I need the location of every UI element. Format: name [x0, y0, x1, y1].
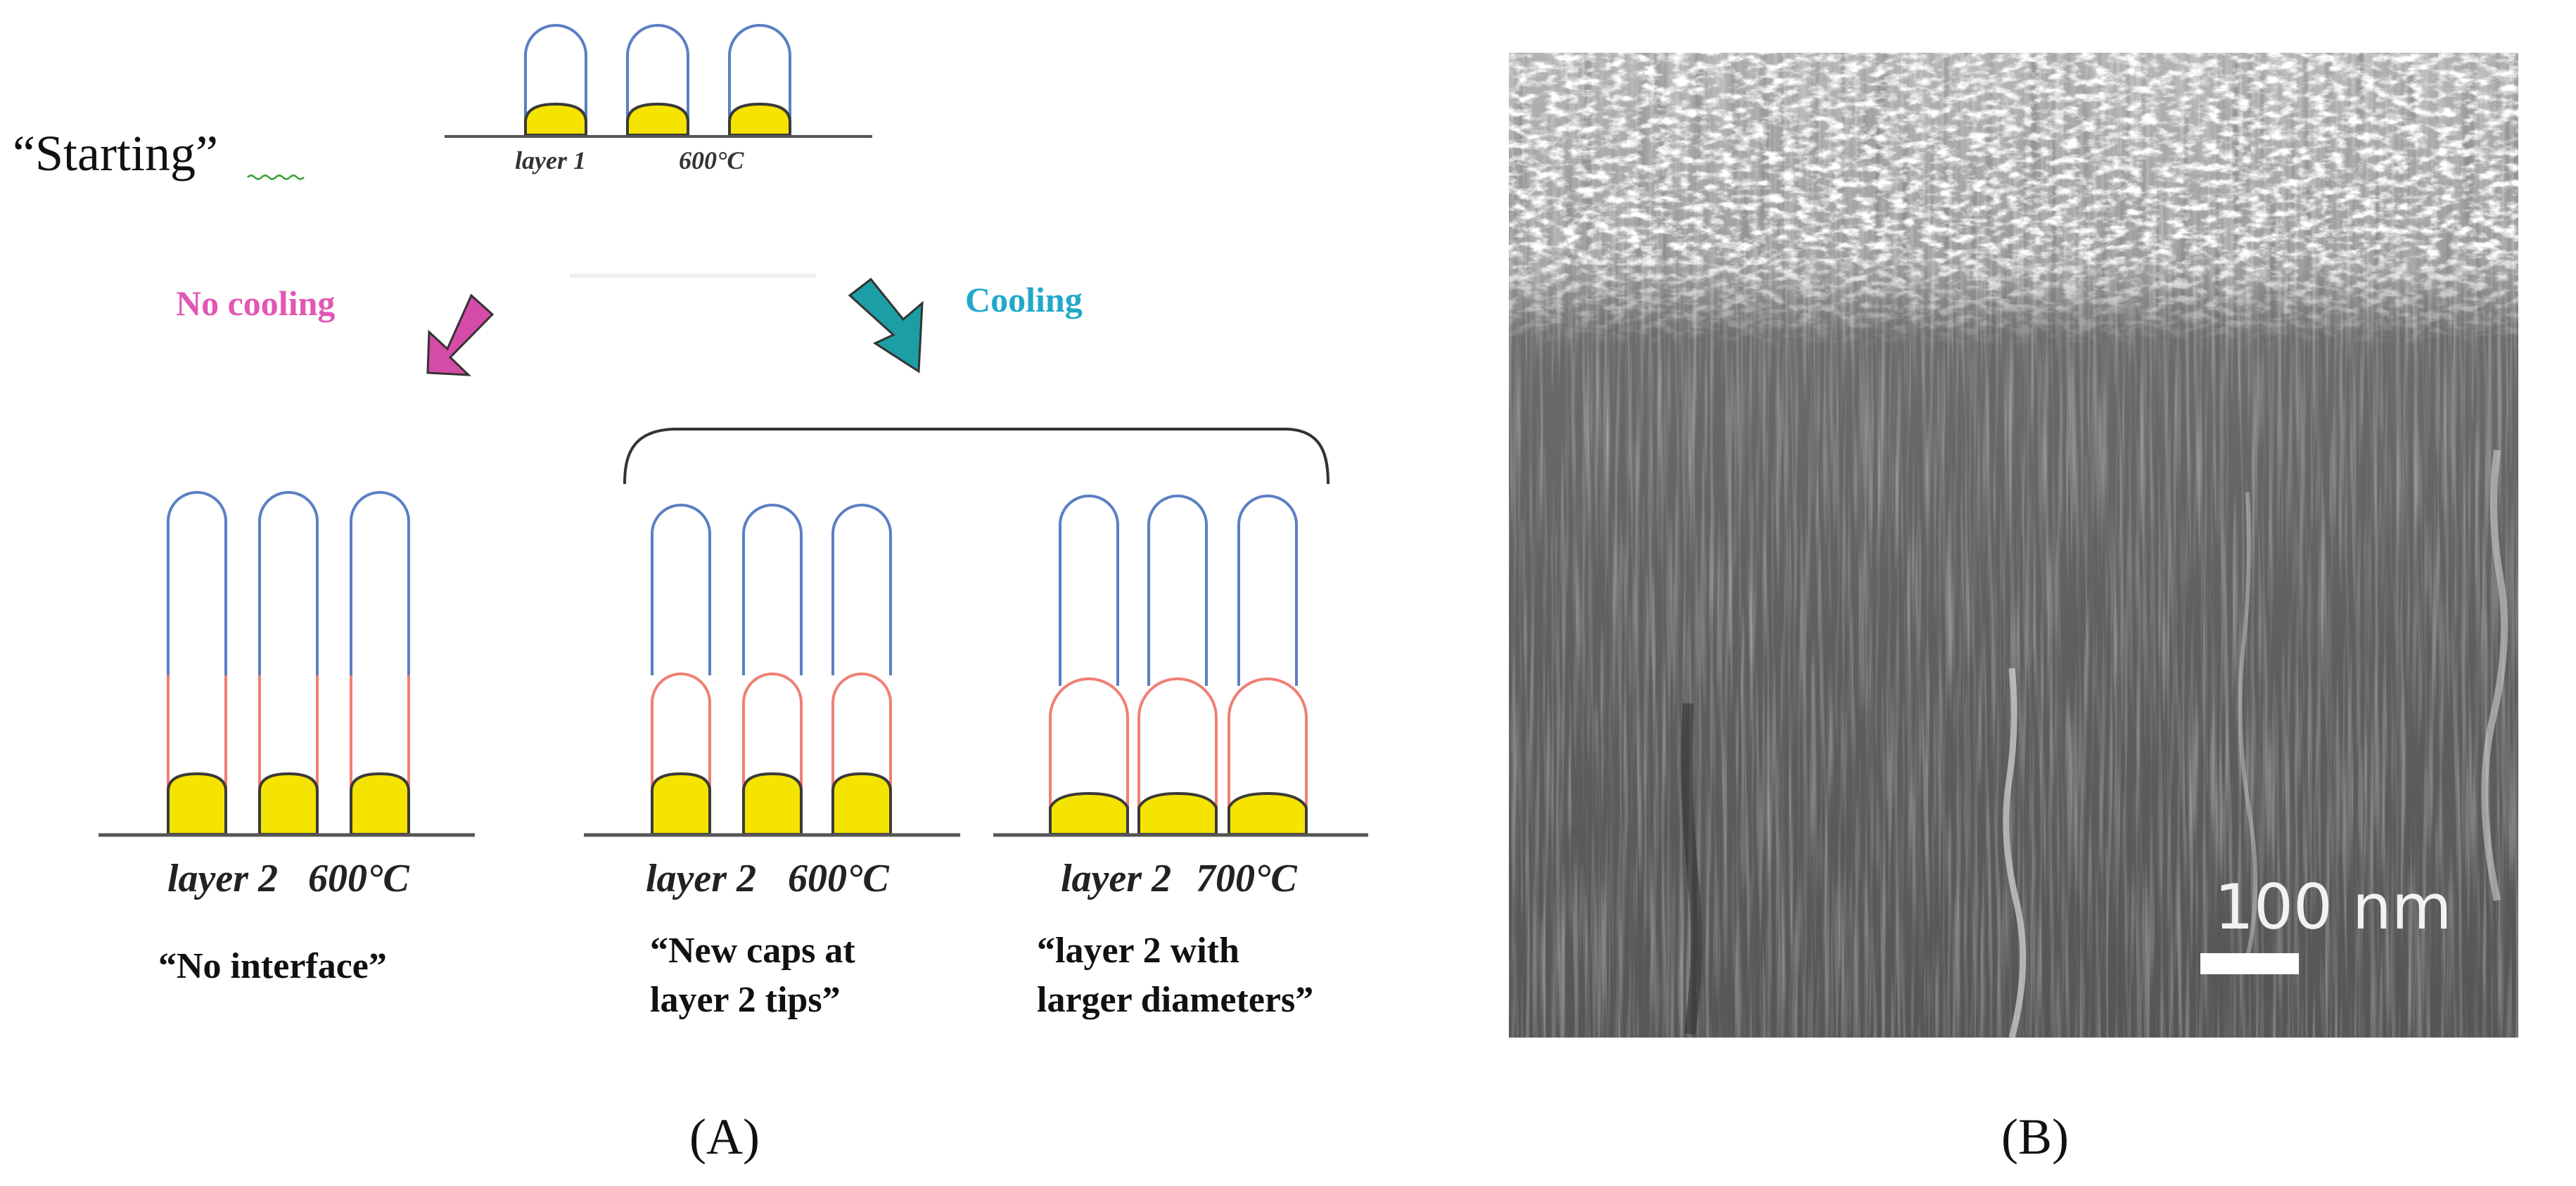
- cooling-caps-catalyst-1: [651, 772, 711, 836]
- cooling-larger-tube-2: [1147, 495, 1208, 686]
- cooling-caps-catalyst-3: [831, 772, 892, 836]
- cooling-caps-new-cap-1: [651, 672, 711, 805]
- cooling-larger-caption-line1: “layer 2 with: [1037, 931, 1239, 971]
- cooling-caps-new-cap-2: [742, 672, 803, 805]
- cooling-larger-caption-line2: larger diameters”: [1037, 980, 1313, 1020]
- no-cooling-label: No cooling: [176, 283, 335, 323]
- no-cooling-temp-label: 600°C: [308, 857, 409, 900]
- starting-tube-3: [728, 24, 791, 134]
- no-cooling-tube-group: [167, 491, 410, 836]
- no-cooling-layer2-walls-3: [350, 675, 410, 802]
- sem-bright-filament-2: [2481, 449, 2508, 902]
- starting-catalyst-3: [728, 102, 791, 136]
- starting-catalyst-2: [626, 102, 689, 136]
- no-cooling-tube-1: [167, 491, 227, 675]
- cooling-larger-layer-label: layer 2: [1061, 857, 1171, 900]
- cooling-caps-tube-2: [742, 504, 803, 675]
- cooling-larger-tube-1: [1059, 495, 1119, 686]
- cooling-larger-tube-3: [1237, 495, 1298, 686]
- no-cooling-catalyst-2: [258, 772, 319, 836]
- spellcheck-underline: [247, 174, 305, 180]
- starting-temp-label: 600°C: [679, 146, 744, 174]
- sem-bright-filament-1: [2003, 668, 2027, 1038]
- panel-b-label: (B): [2001, 1109, 2069, 1165]
- cooling-larger-tube-group: [1049, 495, 1308, 836]
- cooling-larger-layer2-cap-1: [1049, 677, 1129, 809]
- no-cooling-caption: “No interface”: [158, 946, 387, 986]
- no-cooling-catalyst-3: [350, 772, 410, 836]
- panel-a-label: (A): [689, 1109, 760, 1165]
- sem-dark-groove: [1681, 703, 1702, 1035]
- cooling-caps-temp-label: 600°C: [788, 857, 889, 900]
- starting-tube-2: [626, 24, 689, 134]
- no-cooling-layer2-walls-2: [258, 675, 319, 802]
- cooling-larger-temp-label: 700°C: [1196, 857, 1297, 900]
- cooling-larger-catalyst-3: [1228, 791, 1308, 836]
- no-cooling-catalyst-1: [167, 772, 227, 836]
- panel-b-sem-image: 100 nm (B): [1509, 53, 2518, 1165]
- starting-label: “Starting”: [13, 125, 218, 181]
- cooling-label: Cooling: [965, 280, 1083, 319]
- cooling-arrow: [848, 277, 924, 374]
- starting-layer-label: layer 1: [515, 146, 586, 174]
- cooling-larger-catalyst-2: [1137, 791, 1218, 836]
- no-cooling-tube-3: [350, 491, 410, 675]
- cooling-larger-layer2-cap-3: [1228, 677, 1308, 809]
- sem-bright-filament-3: [2238, 492, 2258, 964]
- cooling-caps-caption-line1: “New caps at: [650, 931, 855, 971]
- cooling-caps-tube-3: [831, 504, 892, 675]
- cooling-larger-catalyst-1: [1049, 791, 1129, 836]
- cooling-larger-layer2-cap-2: [1137, 677, 1218, 809]
- no-cooling-layer-label: layer 2: [167, 857, 278, 900]
- cooling-caps-catalyst-2: [742, 772, 803, 836]
- starting-catalyst-1: [524, 102, 587, 136]
- cooling-bracket: [623, 428, 1330, 485]
- scale-bar: [2200, 953, 2299, 974]
- cooling-caps-caption-line2: layer 2 tips”: [650, 980, 841, 1020]
- no-cooling-layer2-walls-1: [167, 675, 227, 802]
- cooling-caps-new-cap-3: [831, 672, 892, 805]
- cooling-caps-tube-1: [651, 504, 711, 675]
- cooling-caps-tube-group: [651, 504, 892, 836]
- no-cooling-arrow: [426, 293, 495, 376]
- no-cooling-tube-2: [258, 491, 319, 675]
- cooling-caps-layer-label: layer 2: [646, 857, 756, 900]
- scale-bar-label: 100 nm: [2214, 871, 2451, 943]
- starting-tube-1: [524, 24, 587, 134]
- starting-tube-group: [524, 24, 791, 136]
- panel-a-diagram: “Starting” layer 1 600°C No cooling Cool…: [13, 24, 1368, 1165]
